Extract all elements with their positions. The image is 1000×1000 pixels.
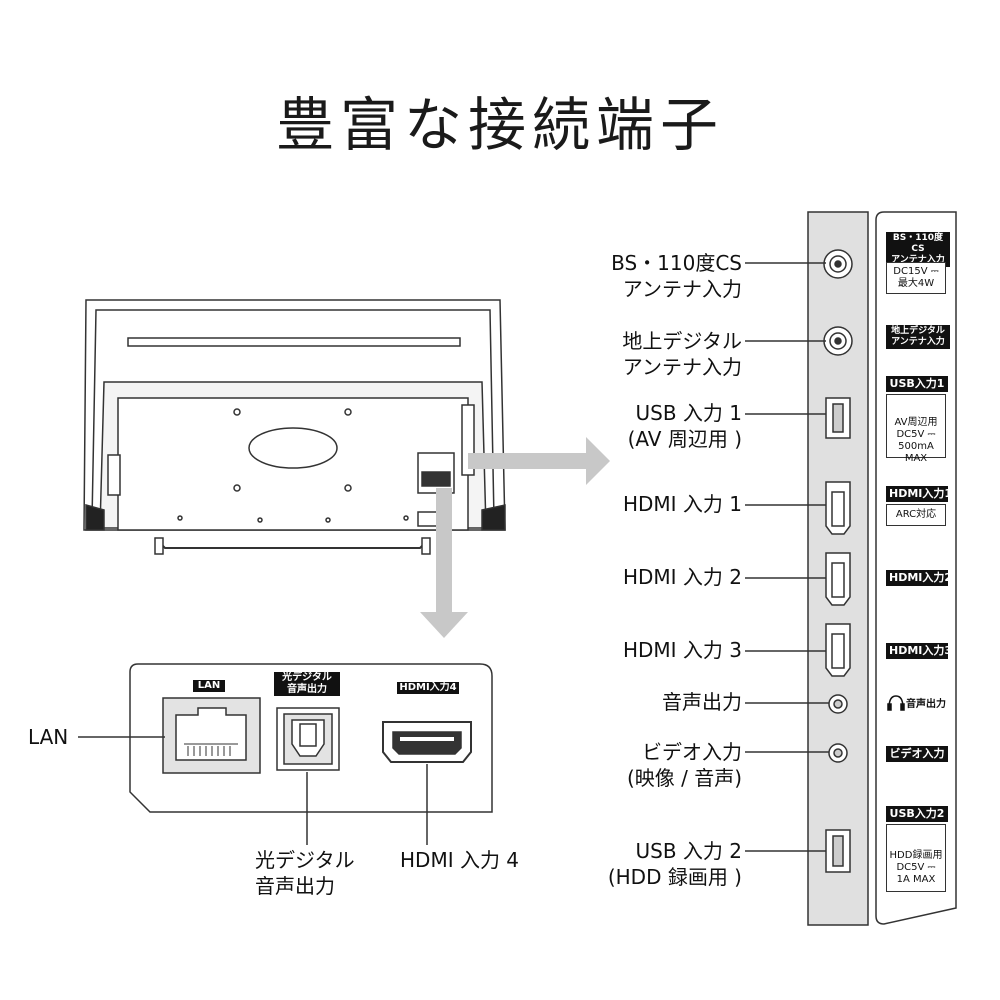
label-usb1: USB 入力 1 (AV 周辺用 ) bbox=[628, 400, 742, 452]
badge-line: 光デジタル bbox=[282, 672, 332, 683]
spec-hdmi1: ARC対応 bbox=[895, 509, 937, 520]
label-line: USB 入力 1 bbox=[635, 401, 743, 425]
label-line: アンテナ入力 bbox=[622, 277, 742, 301]
arrow-right bbox=[468, 437, 610, 485]
label-hdmi3: HDMI 入力 3 bbox=[623, 637, 742, 663]
badge-hdmi4: HDMI入力4 bbox=[397, 682, 459, 694]
badge-terrestrial: 地上デジタル アンテナ入力 bbox=[886, 325, 950, 349]
label-line: 光デジタル bbox=[255, 848, 355, 872]
label-bs-antenna: BS・110度CS アンテナ入力 bbox=[611, 250, 742, 302]
headphone-icon bbox=[887, 695, 905, 711]
spec-box-bs bbox=[886, 262, 946, 294]
badge-hdmi1: HDMI入力1 bbox=[886, 486, 952, 502]
badge-usb1: USB入力1 bbox=[886, 376, 948, 392]
arrow-down bbox=[420, 488, 468, 638]
label-line: HDMI 入力 1 bbox=[622, 492, 742, 516]
spec-usb1: AV周辺用 DC5V ⎓ 500mA MAX bbox=[894, 417, 938, 464]
label-line: HDMI 入力 3 bbox=[622, 638, 742, 662]
label-line: (映像 / 音声) bbox=[626, 766, 742, 790]
label-line: 地上デジタル bbox=[622, 329, 742, 353]
page-title: 豊富な接続端子 bbox=[275, 91, 724, 159]
spec-box-usb1 bbox=[886, 394, 946, 458]
label-optical: 光デジタル 音声出力 bbox=[255, 847, 355, 899]
label-audio-out: 音声出力 bbox=[662, 689, 742, 715]
label-line: BS・110度CS bbox=[611, 251, 742, 275]
label-line: ビデオ入力 bbox=[642, 740, 742, 764]
tv-back-illustration bbox=[83, 299, 506, 555]
badge-optical: 光デジタル 音声出力 bbox=[274, 672, 340, 696]
badge-audio-out: 音声出力 bbox=[906, 699, 946, 710]
label-video-in: ビデオ入力 (映像 / 音声) bbox=[627, 739, 742, 791]
label-line: (AV 周辺用 ) bbox=[627, 427, 742, 451]
badge-lan: LAN bbox=[193, 680, 225, 692]
badge-bs-antenna: BS・110度CS アンテナ入力 bbox=[886, 232, 950, 267]
label-hdmi4: HDMI 入力 4 bbox=[400, 848, 520, 872]
badge-video-in: ビデオ入力 bbox=[886, 746, 948, 762]
label-line: 音声出力 bbox=[255, 874, 335, 898]
label-line: USB 入力 2 bbox=[635, 839, 743, 863]
spec-box-hdmi1 bbox=[886, 504, 946, 526]
label-line: (HDD 録画用 ) bbox=[607, 865, 742, 889]
bottom-panel bbox=[78, 663, 493, 845]
label-line: HDMI 入力 2 bbox=[622, 565, 742, 589]
badge-hdmi2: HDMI入力2 bbox=[886, 570, 952, 586]
label-hdmi2: HDMI 入力 2 bbox=[623, 564, 742, 590]
label-line: アンテナ入力 bbox=[622, 355, 742, 379]
label-terrestrial-antenna: 地上デジタル アンテナ入力 bbox=[622, 328, 742, 380]
spec-bs: DC15V ⎓ 最大4W bbox=[893, 266, 939, 289]
spec-box-usb2 bbox=[886, 824, 946, 892]
badge-hdmi3: HDMI入力3 bbox=[886, 643, 952, 659]
badge-usb2: USB入力2 bbox=[886, 806, 948, 822]
label-line: 音声出力 bbox=[662, 690, 742, 714]
label-lan: LAN bbox=[28, 725, 69, 749]
spec-usb2: HDD録画用 DC5V ⎓ 1A MAX bbox=[889, 850, 943, 885]
badge-line: 音声出力 bbox=[287, 684, 327, 695]
label-usb2: USB 入力 2 (HDD 録画用 ) bbox=[608, 838, 742, 890]
label-hdmi1: HDMI 入力 1 bbox=[623, 491, 742, 517]
